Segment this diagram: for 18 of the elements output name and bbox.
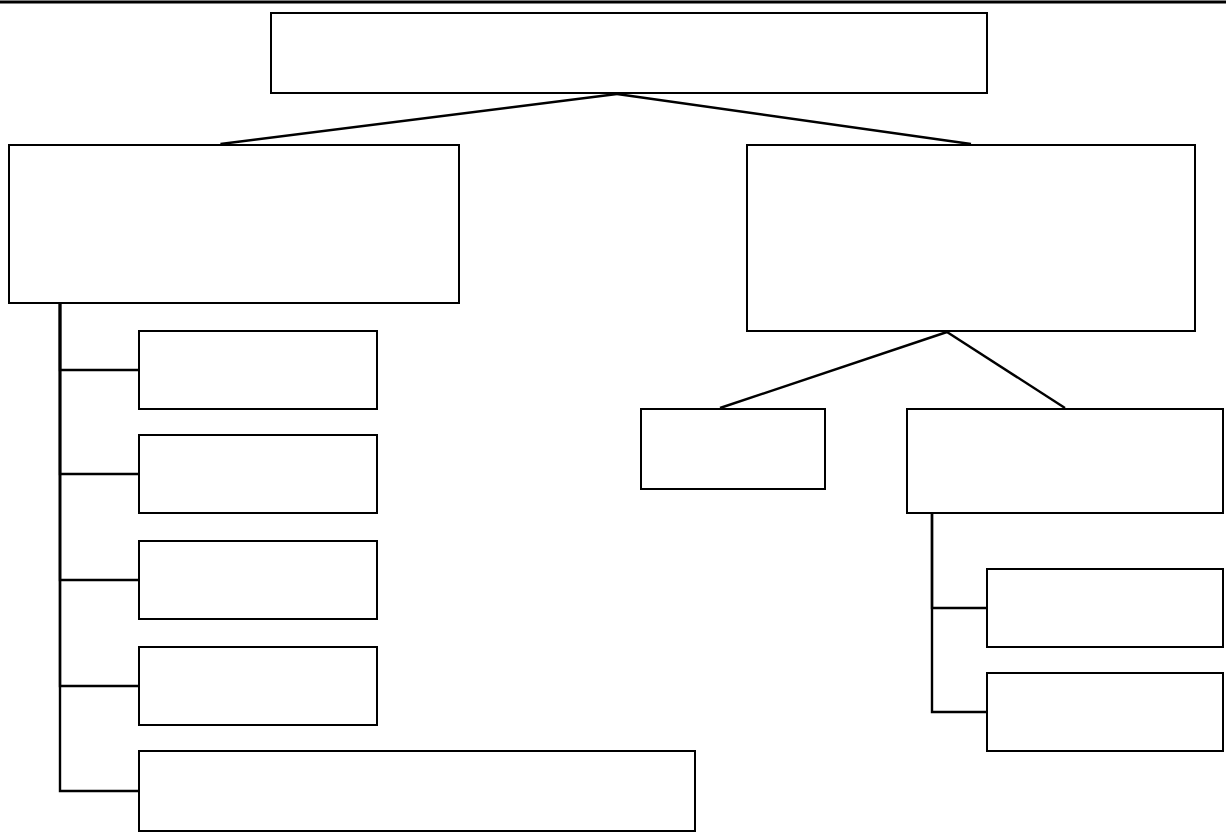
empty-box bbox=[986, 568, 1224, 648]
empty-box bbox=[746, 144, 1196, 332]
empty-box bbox=[270, 12, 988, 94]
connector-line bbox=[946, 331, 1066, 409]
empty-box bbox=[8, 144, 460, 304]
empty-box bbox=[906, 408, 1224, 514]
connector-line bbox=[719, 330, 948, 410]
connector-line bbox=[220, 92, 618, 146]
empty-box bbox=[138, 750, 696, 832]
empty-box bbox=[138, 646, 378, 726]
connector-line bbox=[930, 514, 986, 714]
empty-box bbox=[138, 330, 378, 410]
empty-box bbox=[138, 540, 378, 620]
connector-line bbox=[616, 92, 972, 146]
empty-box bbox=[640, 408, 826, 490]
empty-box bbox=[986, 672, 1224, 752]
connector-line bbox=[58, 304, 138, 793]
empty-box bbox=[138, 434, 378, 514]
